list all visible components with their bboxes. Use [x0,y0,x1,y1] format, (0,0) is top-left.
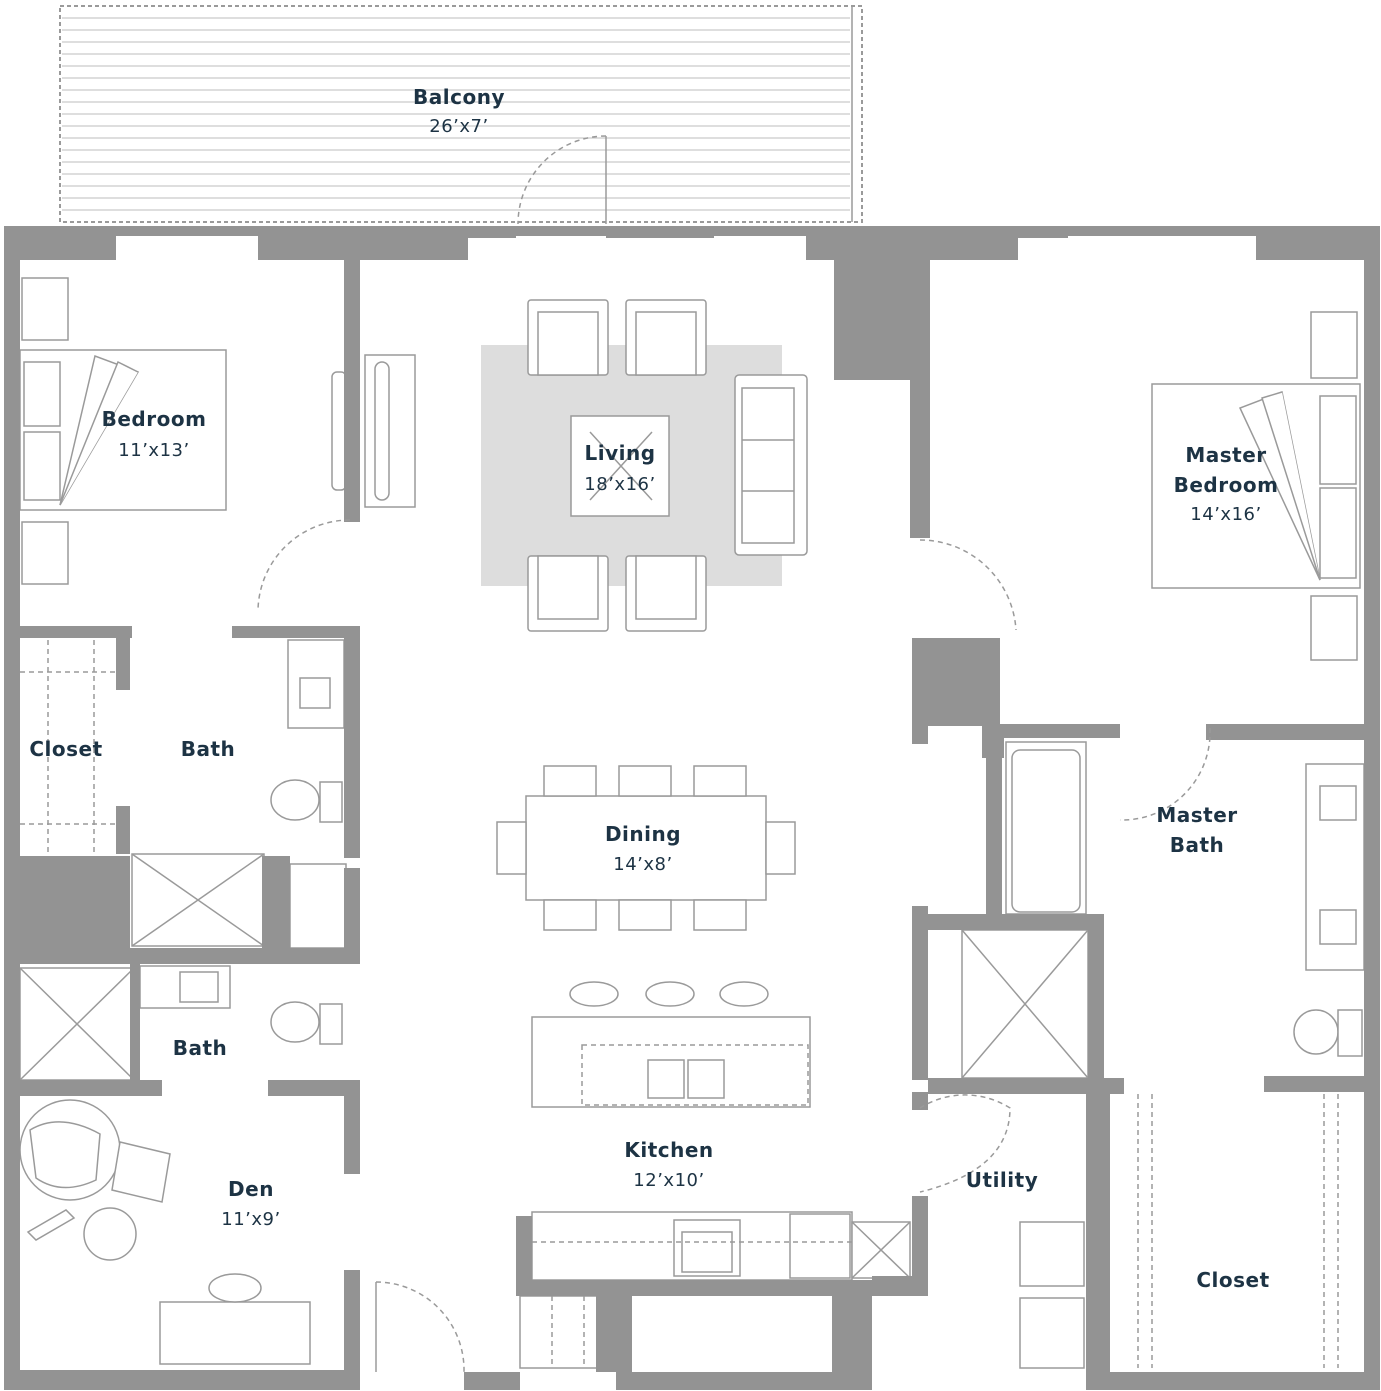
door-swings [257,135,1211,1373]
wall-segment [344,638,360,858]
wall-segment [116,638,130,690]
wall-segment [516,226,606,236]
tv-console [331,354,416,508]
wall-segment [232,626,360,638]
wall-segment [616,1372,852,1390]
dims-living: 18’x16’ [584,474,655,495]
label-master-bedroom-2: Bedroom [1174,473,1279,497]
wall-segment [910,380,930,538]
label-bath-upper: Bath [181,737,236,761]
wall-segment [912,1196,928,1296]
label-utility: Utility [966,1168,1038,1192]
wall-segment [516,1216,532,1286]
wall-segment [1068,226,1256,236]
wall-segment [4,226,116,260]
wall-segment [20,948,360,964]
living-chairs [527,299,707,632]
label-master-bath-1: Master [1156,803,1237,827]
wall-segment [806,226,1018,260]
walls [4,226,1380,1390]
wall-segment [464,1372,520,1390]
wall-segment [4,1370,344,1390]
balcony-area [59,5,863,223]
wall-segment [4,226,20,1390]
wall-segment [516,1280,872,1296]
living-sofa [734,374,808,556]
bedroom-furniture [19,277,227,585]
wall-segment [986,738,1002,914]
wall-segment [1256,226,1380,260]
bath-fixtures [19,639,1365,1369]
wall-segment [1206,724,1366,740]
wall-segment [714,226,806,236]
wall-segment [1002,724,1120,738]
wall-segment [258,226,306,260]
wall-segment [344,868,360,948]
wall-segment [468,226,516,238]
wall-segment [1264,1076,1366,1092]
wall-segment [116,806,130,854]
wall-segment [1086,1372,1380,1390]
label-master-bedroom-1: Master [1185,443,1266,467]
dims-den: 11’x9’ [221,1209,280,1230]
wall-segment [928,914,1104,930]
den-furniture [19,1099,311,1365]
kitchen-island [531,981,811,1108]
wall-segment [872,1276,928,1296]
label-bedroom: Bedroom [102,407,207,431]
dims-kitchen: 12’x10’ [633,1170,704,1191]
wall-segment [268,1080,360,1096]
master-bedroom-furniture [1151,311,1361,661]
wall-segment [20,856,130,948]
label-dining: Dining [605,822,681,846]
wall-segment [606,226,714,238]
dims-bedroom: 11’x13’ [118,440,189,461]
wall-segment [20,626,132,638]
dims-balcony: 26’x7’ [429,116,488,137]
label-balcony: Balcony [413,85,505,109]
label-master-bath-2: Bath [1170,833,1225,857]
dims-master-bedroom: 14’x16’ [1190,504,1261,525]
wall-segment [832,1296,852,1372]
dims-dining: 14’x8’ [613,854,672,875]
wall-segment [834,260,930,380]
wall-segment [1364,226,1380,1390]
wall-segment [1086,1092,1110,1372]
label-bath-lower: Bath [173,1036,228,1060]
wall-segment [912,726,928,744]
room-labels: Balcony 26’x7’ Bedroom 11’x13’ Living 18… [29,85,1278,1292]
wall-segment [262,856,290,948]
label-closet-right: Closet [1196,1268,1269,1292]
label-kitchen: Kitchen [624,1138,713,1162]
wall-segment [130,964,140,1084]
wall-segment [1088,930,1104,1080]
wall-segment [1018,226,1068,238]
dining-table [496,765,796,931]
wall-segment [20,1080,162,1096]
wall-segment [112,226,258,236]
wall-segment [306,226,468,260]
wall-segment [852,1296,872,1390]
wall-segment [596,1296,632,1372]
wall-segment [344,1096,360,1174]
wall-segment [344,1370,360,1390]
kitchen-counter [531,1211,911,1281]
wall-segment [344,260,360,522]
label-living: Living [584,441,655,465]
wall-segment [344,1270,360,1370]
wall-segment [928,1078,1124,1094]
wall-segment [912,638,1000,726]
label-closet-left: Closet [29,737,102,761]
label-den: Den [228,1177,274,1201]
wall-segment [912,906,928,1080]
